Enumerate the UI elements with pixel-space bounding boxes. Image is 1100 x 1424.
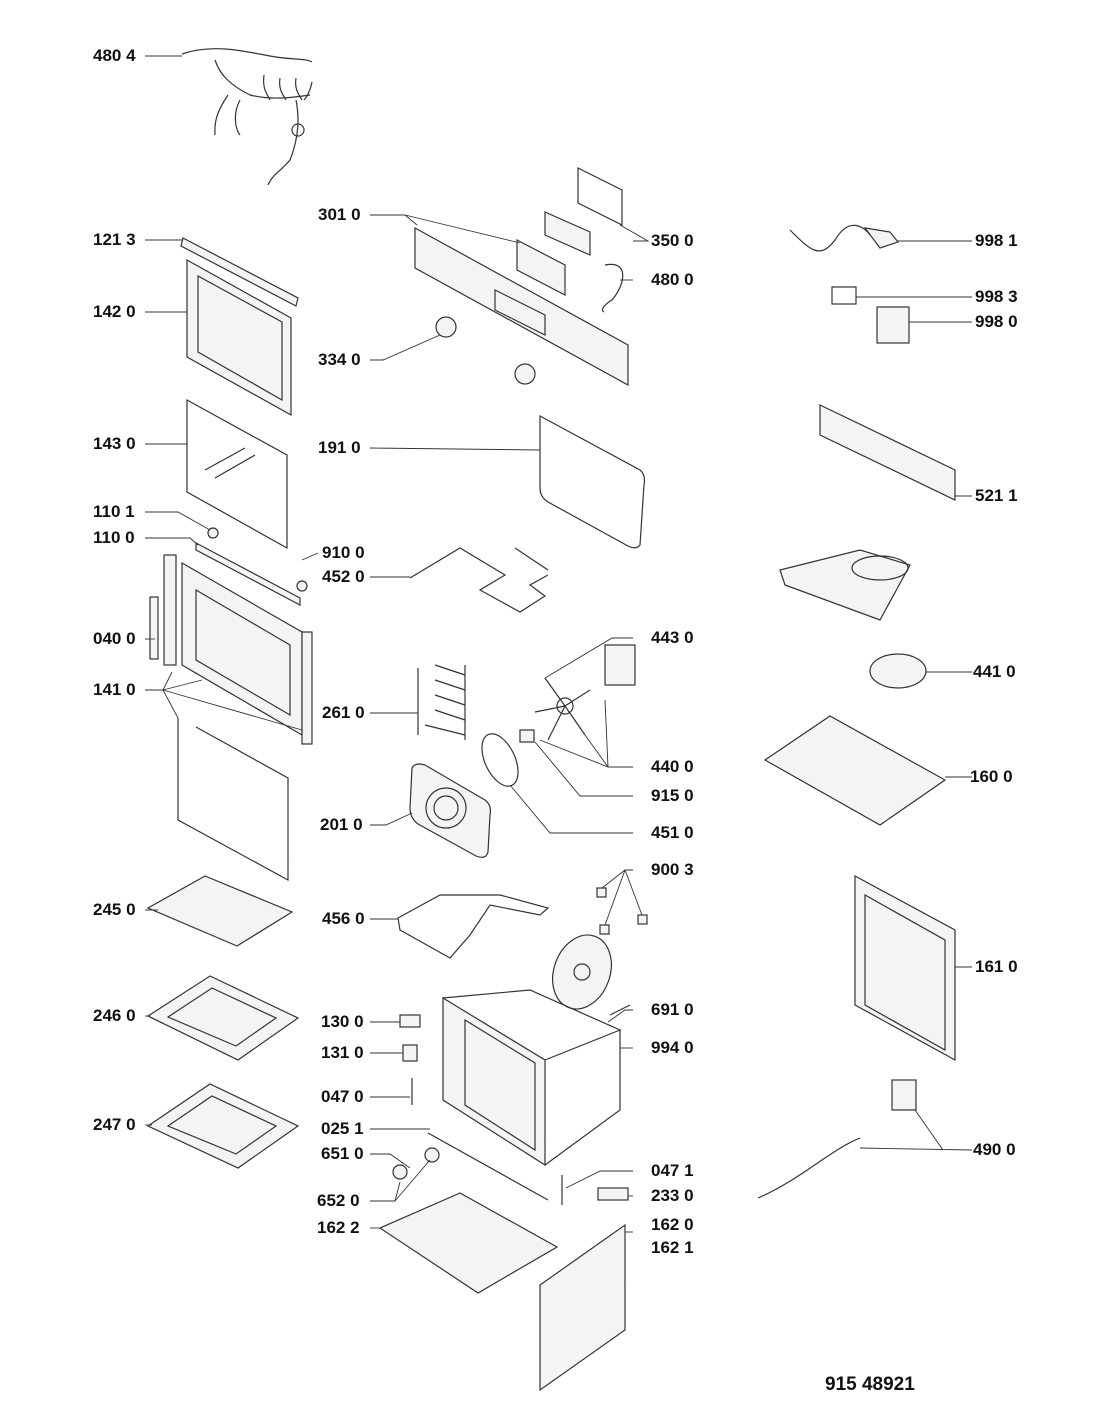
part-label-233-0: 233 0 <box>651 1186 694 1205</box>
cavity-base-part <box>378 1192 559 1294</box>
part-label-160-0: 160 0 <box>970 767 1013 786</box>
part-label-440-0: 440 0 <box>651 757 694 776</box>
inner-door-glass-part <box>186 398 288 550</box>
part-label-142-0: 142 0 <box>93 302 136 321</box>
top-heating-element-part <box>409 547 549 613</box>
part-label-334-0: 334 0 <box>318 350 361 369</box>
part-label-131-0: 131 0 <box>321 1043 364 1062</box>
part-label-490-0: 490 0 <box>973 1140 1016 1159</box>
fan-cover-part <box>409 763 492 858</box>
terminal-block-cable-part <box>757 1079 917 1199</box>
part-label-443-0: 443 0 <box>651 628 694 647</box>
door-gasket-part <box>539 414 646 549</box>
rear-panel-part <box>539 1223 626 1392</box>
fan-motor-part <box>604 644 636 686</box>
part-label-691-0: 691 0 <box>651 1000 694 1019</box>
part-label-350-0: 350 0 <box>651 231 694 250</box>
part-label-110-1: 110 1 <box>93 502 135 521</box>
oven-cavity-part <box>442 989 631 1167</box>
side-rack-part <box>417 664 466 740</box>
wiring-harness-part <box>181 48 313 186</box>
part-label-047-1: 047 1 <box>651 1161 694 1180</box>
hinge-bracket-part <box>195 527 308 606</box>
part-label-047-0: 047 0 <box>321 1087 364 1106</box>
part-label-110-0: 110 0 <box>93 528 135 547</box>
part-label-915-0: 915 0 <box>651 786 694 805</box>
clip-part <box>596 887 648 935</box>
door-frame-part <box>149 554 313 882</box>
part-label-456-0: 456 0 <box>322 909 365 928</box>
part-label-480-4: 480 4 <box>93 46 136 65</box>
part-label-121-3: 121 3 <box>93 230 136 249</box>
document-number: 915 48921 <box>825 1374 915 1395</box>
part-label-191-0: 191 0 <box>318 438 361 457</box>
rear-plate-part <box>552 934 612 1010</box>
part-label-162-2: 162 2 <box>317 1218 360 1237</box>
leader-lines <box>145 55 973 1233</box>
grill-pan-part <box>763 715 947 826</box>
part-label-521-1: 521 1 <box>975 486 1018 505</box>
part-label-162-1: 162 1 <box>651 1238 694 1257</box>
part-label-998-3: 998 3 <box>975 287 1018 306</box>
door-top-trim-part <box>180 237 299 307</box>
control-board-part <box>819 404 956 501</box>
part-label-246-0: 246 0 <box>93 1006 136 1025</box>
baking-tray-part <box>146 975 300 1061</box>
part-label-998-0: 998 0 <box>975 312 1018 331</box>
thermostat-part <box>561 1175 629 1205</box>
wire-shelf-part <box>146 875 294 947</box>
cooling-fan-part <box>869 653 927 689</box>
part-label-480-0: 480 0 <box>651 270 694 289</box>
part-label-245-0: 245 0 <box>93 900 136 919</box>
part-label-652-0: 652 0 <box>317 1191 360 1210</box>
outer-door-glass-part <box>186 258 292 417</box>
part-label-451-0: 451 0 <box>651 823 694 842</box>
part-label-301-0: 301 0 <box>318 205 361 224</box>
control-panel-part <box>414 167 629 387</box>
drip-tray-part <box>146 1083 300 1169</box>
power-cord-part <box>789 224 900 252</box>
part-label-998-1: 998 1 <box>975 231 1018 250</box>
bottom-heating-element-part <box>397 894 550 959</box>
part-label-025-1: 025 1 <box>321 1119 364 1138</box>
fan-blade-part <box>519 677 591 743</box>
part-label-910-0: 910 0 <box>322 543 365 562</box>
part-label-651-0: 651 0 <box>321 1144 364 1163</box>
circular-element-part <box>481 733 519 787</box>
manual-part <box>831 286 910 344</box>
side-panel-part <box>854 874 956 1062</box>
part-label-143-0: 143 0 <box>93 434 136 453</box>
part-label-130-0: 130 0 <box>321 1012 364 1031</box>
part-label-900-3: 900 3 <box>651 860 694 879</box>
part-label-261-0: 261 0 <box>322 703 365 722</box>
part-label-201-0: 201 0 <box>320 815 363 834</box>
part-label-441-0: 441 0 <box>973 662 1016 681</box>
part-label-040-0: 040 0 <box>93 629 136 648</box>
part-label-162-0: 162 0 <box>651 1215 694 1234</box>
part-label-247-0: 247 0 <box>93 1115 136 1134</box>
part-label-141-0: 141 0 <box>93 680 136 699</box>
part-label-452-0: 452 0 <box>322 567 365 586</box>
part-label-994-0: 994 0 <box>651 1038 694 1057</box>
part-label-161-0: 161 0 <box>975 957 1018 976</box>
cooling-fan-housing-part <box>779 549 911 621</box>
